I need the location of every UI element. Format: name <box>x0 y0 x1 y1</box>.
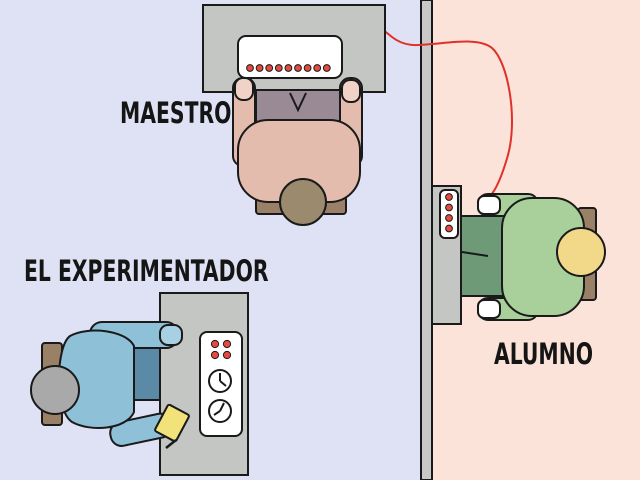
learner-figure <box>431 185 606 325</box>
experimenter-label: EL EXPERIMENTADOR <box>24 254 269 288</box>
shock-switch <box>294 64 302 72</box>
learner-light <box>445 193 453 201</box>
shock-switch <box>265 64 274 72</box>
shock-switch <box>255 64 264 72</box>
teacher-label: MAESTRO <box>120 96 232 130</box>
learner-light <box>445 224 453 233</box>
notepad <box>154 403 190 443</box>
console-light <box>210 339 220 349</box>
console-light <box>222 339 232 349</box>
learner-light <box>445 214 453 222</box>
learner-head <box>556 227 606 277</box>
experimenter-figure <box>30 292 249 476</box>
shock-switch <box>274 64 283 72</box>
console-light <box>210 350 220 360</box>
dividing-wall <box>420 0 433 480</box>
console-light <box>222 350 232 360</box>
clock-icon <box>208 399 232 423</box>
learner-label: ALUMNO <box>494 337 594 371</box>
teacher-head <box>279 178 327 226</box>
pencil <box>165 439 177 449</box>
shock-switch <box>322 64 331 72</box>
clock-icon <box>208 369 232 393</box>
learner-light-panel <box>439 189 459 239</box>
experimenter-head <box>30 365 80 415</box>
shock-switch <box>284 64 293 72</box>
shock-switch <box>303 64 312 72</box>
teacher-figure <box>202 4 386 226</box>
shock-switch <box>246 64 254 72</box>
shock-switch <box>313 64 322 72</box>
learner-light <box>445 203 453 212</box>
